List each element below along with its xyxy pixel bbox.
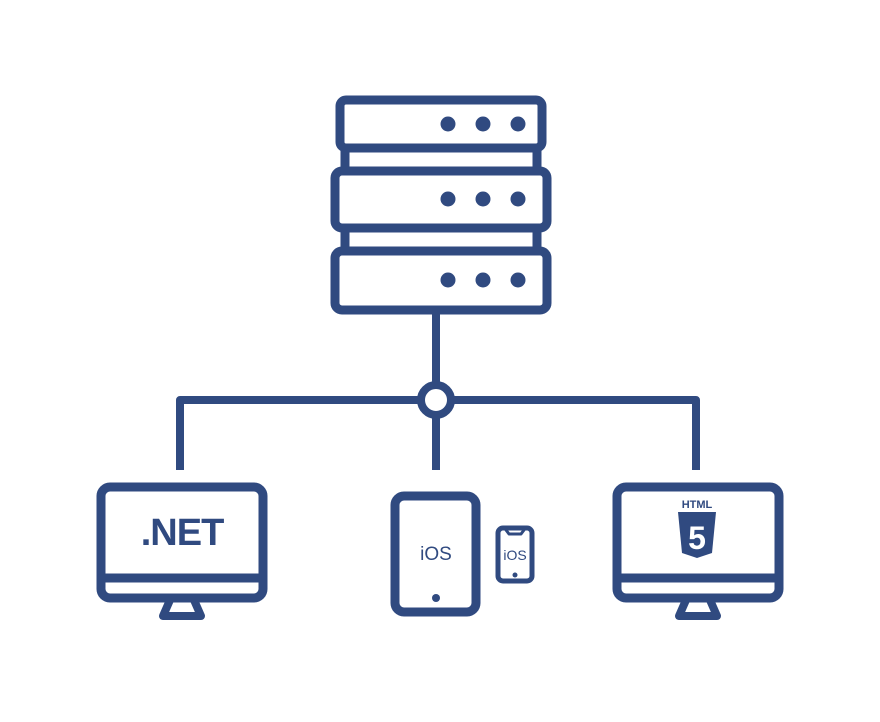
svg-text:HTML: HTML xyxy=(682,499,713,511)
dotnet-monitor-icon xyxy=(96,482,268,620)
tablet-ios-label: iOS xyxy=(420,544,452,565)
html5-logo-icon: HTML 5 xyxy=(678,499,716,558)
tablet-icon xyxy=(390,491,481,617)
phone-icon xyxy=(495,525,535,584)
dotnet-label: .NET xyxy=(141,512,224,554)
svg-text:5: 5 xyxy=(688,520,706,556)
connection-lines xyxy=(176,310,700,470)
html5-monitor-icon xyxy=(612,482,784,620)
server-rack-icon xyxy=(330,95,552,315)
hub-node-icon xyxy=(417,381,455,419)
phone-ios-label: iOS xyxy=(503,547,526,563)
